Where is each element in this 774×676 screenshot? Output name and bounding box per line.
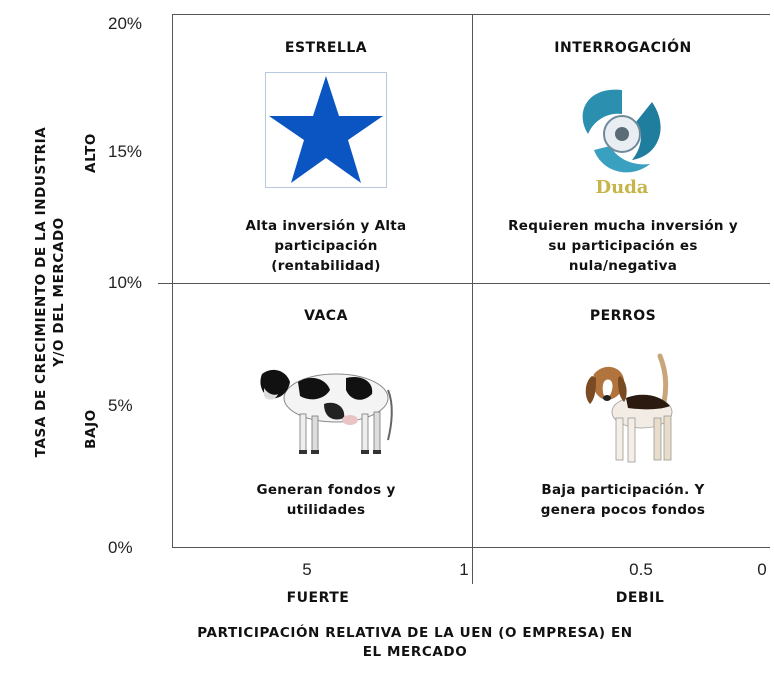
- y-tick-5: 5%: [108, 396, 133, 415]
- star-desc-line2: participación: [274, 238, 378, 254]
- dogs-desc-line2: genera pocos fondos: [540, 502, 706, 518]
- dog-icon: [585, 353, 673, 463]
- question-desc-line1: Requieren mucha inversión y: [508, 218, 738, 234]
- matrix-horizontal-divider: [158, 283, 770, 284]
- matrix-vertical-divider: [472, 14, 473, 584]
- quadrant-title-cow: VACA: [304, 308, 348, 324]
- x-tick-0-5: 0.5: [629, 560, 653, 579]
- cow-icon: [260, 369, 393, 454]
- y-low-label: BAJO: [83, 409, 99, 449]
- x-axis-label: PARTICIPACIÓN RELATIVA DE LA UEN (O EMPR…: [150, 624, 680, 662]
- matrix-frame: [172, 14, 770, 548]
- question-desc-line2: su participación es: [548, 238, 698, 254]
- dogs-desc-line1: Baja participación. Y: [541, 482, 705, 498]
- x-tick-5: 5: [302, 560, 312, 579]
- cow-desc-line1: Generan fondos y: [256, 482, 396, 498]
- star-icon: [265, 72, 387, 188]
- y-axis-label-line1: TASA DE CRECIMIENTO DE LA INDUSTRIA: [33, 126, 49, 458]
- x-tick-1: 1: [459, 560, 469, 579]
- y-tick-10: 10%: [108, 273, 143, 292]
- y-tick-15: 15%: [108, 142, 143, 161]
- x-strong-label: FUERTE: [286, 590, 350, 606]
- quadrant-desc-cow: Generan fondos y utilidades: [176, 480, 476, 520]
- x-tick-0: 0: [757, 560, 767, 579]
- star-desc-line1: Alta inversión y Alta: [245, 218, 407, 234]
- x-axis-label-line2: EL MERCADO: [362, 644, 468, 660]
- x-weak-label: DEBIL: [615, 590, 665, 606]
- quadrant-desc-star: Alta inversión y Alta participación (ren…: [176, 216, 476, 276]
- y-tick-20: 20%: [108, 14, 143, 33]
- quadrant-title-question: INTERROGACIÓN: [554, 40, 692, 56]
- star-desc-line3: (rentabilidad): [271, 258, 381, 274]
- question-desc-line3: nula/negativa: [568, 258, 678, 274]
- quadrant-desc-dogs: Baja participación. Y genera pocos fondo…: [473, 480, 773, 520]
- star-shape: [269, 76, 383, 183]
- quadrant-title-dogs: PERROS: [589, 308, 657, 324]
- question-logo: Duda: [558, 72, 686, 202]
- y-tick-0: 0%: [108, 538, 133, 557]
- quadrant-desc-question: Requieren mucha inversión y su participa…: [473, 216, 773, 276]
- y-axis-label-line2: Y/O DEL MERCADO: [51, 217, 67, 367]
- x-axis-label-line1: PARTICIPACIÓN RELATIVA DE LA UEN (O EMPR…: [197, 625, 633, 641]
- y-high-label: ALTO: [83, 133, 99, 173]
- question-logo-text: Duda: [596, 177, 649, 198]
- quadrant-title-star: ESTRELLA: [284, 40, 368, 56]
- cow-desc-line2: utilidades: [286, 502, 366, 518]
- y-axis-label: TASA DE CRECIMIENTO DE LA INDUSTRIA Y/O …: [32, 112, 72, 472]
